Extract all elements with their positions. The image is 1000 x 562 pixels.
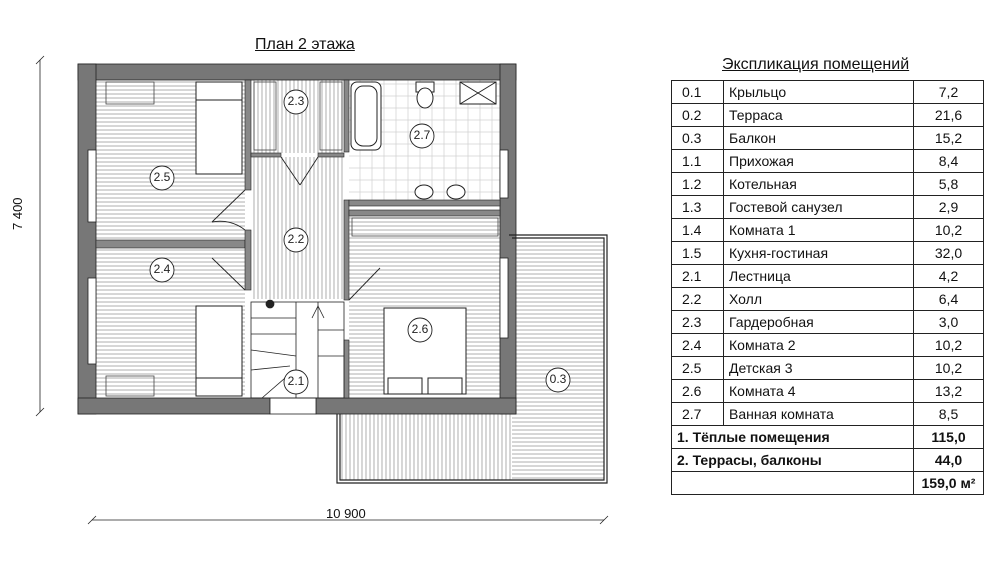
dimension-height: 7 400 — [10, 197, 25, 230]
table-cell: 44,0 — [913, 448, 984, 472]
table-cell: 1.2 — [671, 172, 724, 196]
table-cell: Детская 3 — [723, 356, 914, 380]
explication-title: Экспликация помещений — [722, 56, 910, 73]
table-cell: Лестница — [723, 264, 914, 288]
table-cell: 1.5 — [671, 241, 724, 265]
table-cell: Котельная — [723, 172, 914, 196]
table-cell: 0.2 — [671, 103, 724, 127]
table-cell: 5,8 — [913, 172, 984, 196]
grand-total-row: 159,0 м² — [671, 471, 984, 495]
room-label: 0.3 — [550, 372, 567, 386]
table-cell: 2. Террасы, балконы — [671, 448, 914, 472]
room-label: 2.6 — [412, 322, 429, 336]
table-cell: 2.4 — [671, 333, 724, 357]
table-cell: Комната 2 — [723, 333, 914, 357]
table-cell: Комната 4 — [723, 379, 914, 403]
table-cell: 32,0 — [913, 241, 984, 265]
table-cell: 13,2 — [913, 379, 984, 403]
table-cell: Прихожая — [723, 149, 914, 173]
table-cell: 2.5 — [671, 356, 724, 380]
table-cell: 1. Тёплые помещения — [671, 425, 914, 449]
table-cell: 1.1 — [671, 149, 724, 173]
table-cell: Холл — [723, 287, 914, 311]
room-label: 2.1 — [288, 374, 305, 388]
table-cell — [671, 471, 914, 495]
table-cell: 15,2 — [913, 126, 984, 150]
room-label-circles — [149, 89, 571, 395]
table-cell: 2.3 — [671, 310, 724, 334]
table-cell: 1.3 — [671, 195, 724, 219]
doors — [211, 156, 381, 301]
table-cell: 10,2 — [913, 333, 984, 357]
table-cell: 159,0 м² — [913, 471, 984, 495]
table-cell: Гостевой санузел — [723, 195, 914, 219]
dimension-lines — [35, 55, 609, 525]
table-cell: 10,2 — [913, 218, 984, 242]
table-cell: 7,2 — [913, 80, 984, 104]
room-label: 2.5 — [154, 170, 171, 184]
interior-walls — [95, 79, 501, 399]
table-cell: 2.6 — [671, 379, 724, 403]
room-label: 2.2 — [288, 232, 305, 246]
room-label: 2.7 — [414, 128, 431, 142]
table-cell: 115,0 — [913, 425, 984, 449]
wardrobes — [105, 81, 499, 397]
balcony-floor — [512, 238, 604, 480]
table-cell: 1.4 — [671, 218, 724, 242]
table-cell: 4,2 — [913, 264, 984, 288]
table-cell: 6,4 — [913, 287, 984, 311]
room-label: 2.4 — [154, 262, 171, 276]
table-cell: 8,4 — [913, 149, 984, 173]
table-cell: Терраса — [723, 103, 914, 127]
table-cell: Ванная комната — [723, 402, 914, 426]
table-cell: 10,2 — [913, 356, 984, 380]
table-cell: 3,0 — [913, 310, 984, 334]
table-cell: 21,6 — [913, 103, 984, 127]
table-cell: 2.7 — [671, 402, 724, 426]
bathroom-fixtures — [350, 81, 497, 200]
plan-title: План 2 этажа — [255, 36, 355, 53]
table-cell: Комната 1 — [723, 218, 914, 242]
table-cell: 2.1 — [671, 264, 724, 288]
dimension-width: 10 900 — [326, 506, 366, 521]
exterior-walls — [77, 63, 517, 415]
table-cell: 2,9 — [913, 195, 984, 219]
table-cell: 0.1 — [671, 80, 724, 104]
table-cell: 8,5 — [913, 402, 984, 426]
table-cell: Гардеробная — [723, 310, 914, 334]
table-cell: Крыльцо — [723, 80, 914, 104]
balcony-floor-bottom — [340, 412, 512, 480]
room-label: 2.3 — [288, 94, 305, 108]
table-cell: Балкон — [723, 126, 914, 150]
table-cell: 0.3 — [671, 126, 724, 150]
table-cell: 2.2 — [671, 287, 724, 311]
table-cell: Кухня-гостиная — [723, 241, 914, 265]
balcony-outline — [336, 234, 608, 484]
